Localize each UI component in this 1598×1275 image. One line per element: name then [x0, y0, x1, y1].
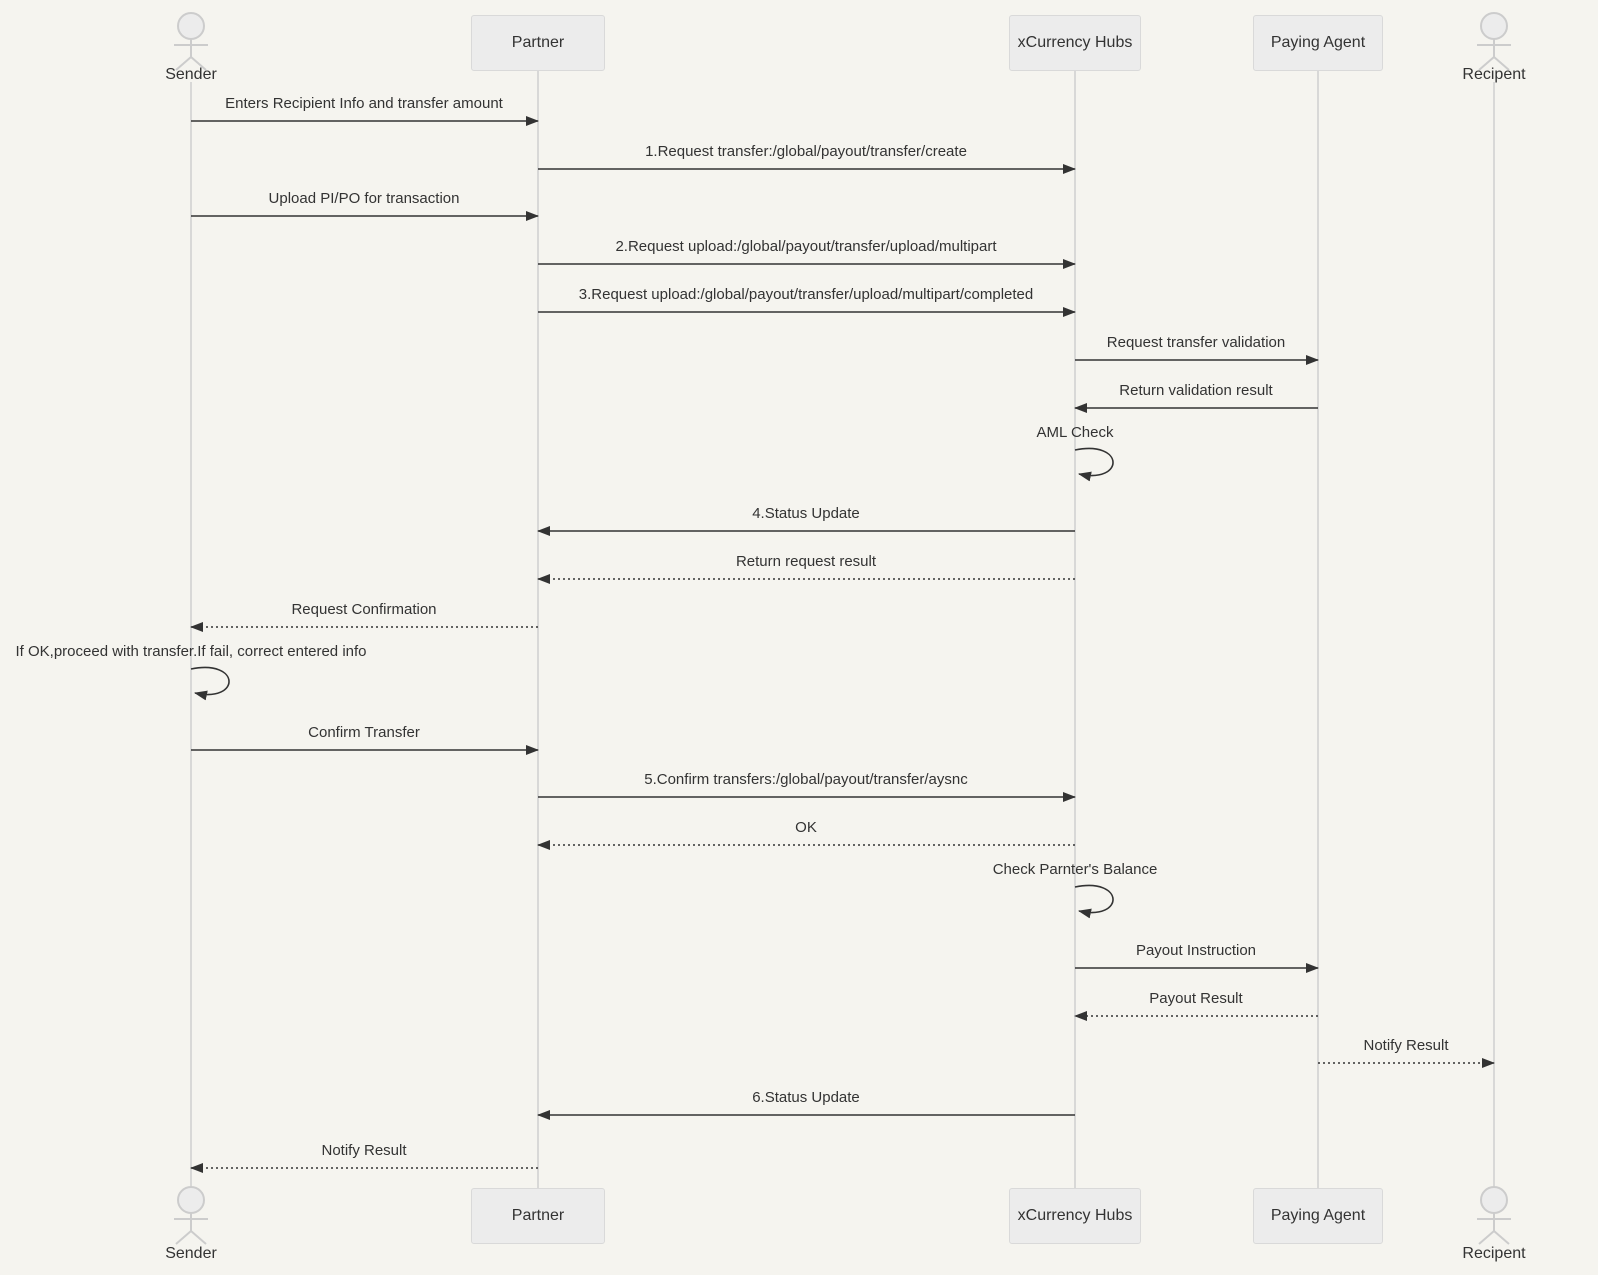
message-label-19: Notify Result — [1363, 1037, 1449, 1054]
message-arrows — [190, 116, 1495, 1173]
message-label-15: OK — [795, 819, 817, 836]
message-label-13: Confirm Transfer — [308, 724, 420, 741]
participant-partner-top-label: Partner — [511, 34, 565, 51]
sender-actor-figure-top — [174, 12, 208, 71]
arrow-msg-8-self — [1074, 447, 1114, 482]
message-label-5: 3.Request upload:/global/payout/transfer… — [578, 286, 1034, 303]
message-label-14: 5.Confirm transfers:/global/payout/trans… — [644, 771, 968, 788]
actor-sender-top-label: Sender — [165, 66, 217, 83]
message-label-1: Enters Recipient Info and transfer amoun… — [225, 95, 503, 112]
message-label-16: Check Parnter's Balance — [992, 861, 1158, 878]
participant-partner-bottom-label: Partner — [511, 1207, 565, 1224]
message-label-21: Notify Result — [321, 1142, 407, 1159]
message-label-11: Request Confirmation — [291, 601, 437, 618]
message-label-6: Request transfer validation — [1106, 334, 1286, 351]
recipient-actor-figure-top — [1477, 12, 1511, 71]
recipient-actor-figure-bottom — [1477, 1186, 1511, 1245]
participant-xcurrency-top: xCurrency Hubs — [1009, 15, 1141, 71]
participant-partner-top: Partner — [471, 15, 605, 71]
message-label-3: Upload PI/PO for transaction — [268, 190, 460, 207]
participant-paying-agent-bottom: Paying Agent — [1253, 1188, 1383, 1244]
participant-xcurrency-top-label: xCurrency Hubs — [1017, 34, 1133, 51]
participant-xcurrency-bottom: xCurrency Hubs — [1009, 1188, 1141, 1244]
participant-partner-bottom: Partner — [471, 1188, 605, 1244]
message-label-20: 6.Status Update — [752, 1089, 860, 1106]
message-label-4: 2.Request upload:/global/payout/transfer… — [615, 238, 997, 255]
actor-recipient-bottom-label: Recipent — [1462, 1245, 1526, 1262]
sender-actor-figure-bottom — [174, 1186, 208, 1245]
message-label-10: Return request result — [735, 553, 877, 570]
message-label-7: Return validation result — [1119, 382, 1273, 399]
message-label-8: AML Check — [1036, 424, 1114, 441]
actor-sender-bottom-label: Sender — [165, 1245, 217, 1262]
message-label-18: Payout Result — [1149, 990, 1243, 1007]
arrow-msg-16-self — [1074, 884, 1114, 919]
actor-recipient-top-label: Recipent — [1462, 66, 1526, 83]
participant-paying-agent-bottom-label: Paying Agent — [1270, 1207, 1366, 1224]
arrow-msg-12-self — [190, 666, 230, 701]
participant-xcurrency-bottom-label: xCurrency Hubs — [1017, 1207, 1133, 1224]
message-label-9: 4.Status Update — [752, 505, 860, 522]
message-label-12: If OK,proceed with transfer.If fail, cor… — [15, 643, 367, 660]
message-label-17: Payout Instruction — [1135, 942, 1257, 959]
participant-paying-agent-top: Paying Agent — [1253, 15, 1383, 71]
message-label-2: 1.Request transfer:/global/payout/transf… — [645, 143, 967, 160]
lifelines — [190, 71, 1495, 1188]
participant-paying-agent-top-label: Paying Agent — [1270, 34, 1366, 51]
